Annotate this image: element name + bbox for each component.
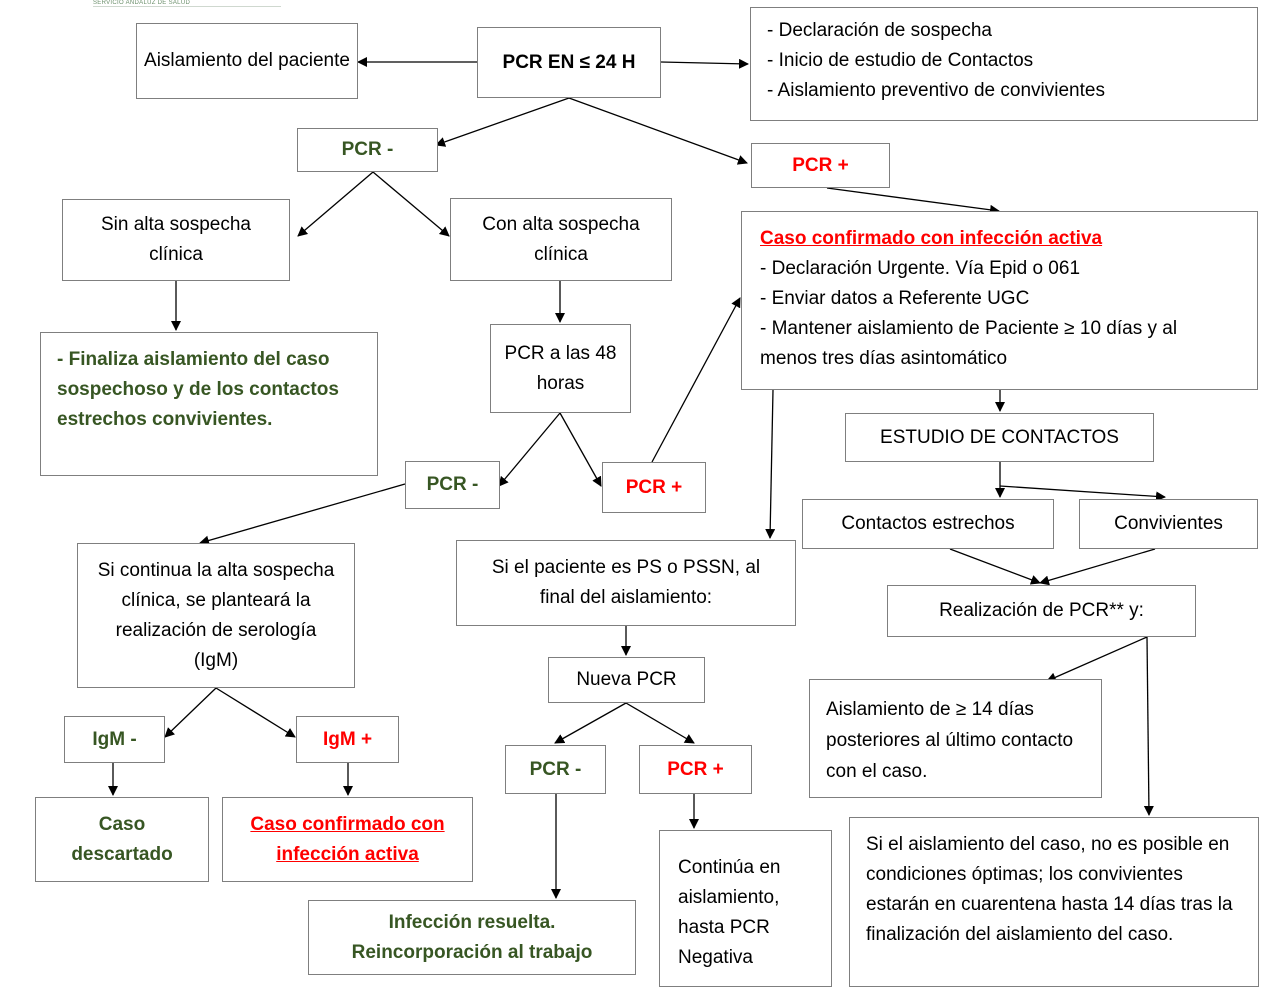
declaration-line: - Declaración de sospecha bbox=[767, 20, 992, 41]
igm-negative: IgM - bbox=[64, 716, 165, 763]
infeccion-resuelta-node: Infección resuelta. Reincorporación al t… bbox=[308, 900, 636, 975]
pcr-negative-2: PCR - bbox=[405, 461, 500, 509]
pcr-24h-node: PCR EN ≤ 24 H bbox=[477, 27, 661, 98]
pcr-positive-2: PCR + bbox=[602, 462, 706, 513]
continua-aislamiento-node: Continúa en aislamiento, hasta PCR Negat… bbox=[659, 830, 832, 987]
realizacion-pcr-node: Realización de PCR** y: bbox=[887, 585, 1196, 637]
contactos-estrechos-node: Contactos estrechos bbox=[802, 499, 1054, 549]
confirmed-case-line: - Declaración Urgente. Vía Epid o 061 bbox=[760, 258, 1081, 279]
finaliza-aislamiento-node: - Finaliza aislamiento del caso sospecho… bbox=[40, 332, 378, 476]
header-divider bbox=[93, 6, 281, 7]
isolation-patient-node: Aislamiento del paciente bbox=[136, 23, 358, 99]
pcr-negative-3: PCR - bbox=[505, 745, 606, 794]
si-aislamiento-node: Si el aislamiento del caso, no es posibl… bbox=[849, 817, 1259, 987]
estudio-contactos-node: ESTUDIO DE CONTACTOS bbox=[845, 413, 1154, 462]
aislamiento-14-node: Aislamiento de ≥ 14 días posteriores al … bbox=[809, 679, 1102, 798]
sin-alta-sospecha-node: Sin alta sospecha clínica bbox=[62, 199, 290, 281]
declaration-node: - Declaración de sospecha - Inicio de es… bbox=[750, 7, 1258, 121]
convivientes-node: Convivientes bbox=[1079, 499, 1258, 549]
igm-positive: IgM + bbox=[296, 716, 399, 763]
caso-confirmado-node: Caso confirmado con infección activa bbox=[222, 797, 473, 882]
declaration-line: - Aislamiento preventivo de convivientes bbox=[767, 80, 1105, 101]
caso-descartado-node: Caso descartado bbox=[35, 797, 209, 882]
pcr-negative-1: PCR - bbox=[297, 128, 438, 172]
pcr-positive-3: PCR + bbox=[639, 745, 752, 794]
pcr-48h-node: PCR a las 48 horas bbox=[490, 324, 631, 413]
serologia-node: Si continua la alta sospecha clínica, se… bbox=[77, 543, 355, 688]
nueva-pcr-node: Nueva PCR bbox=[548, 657, 705, 703]
confirmed-case-node: Caso confirmado con infección activa - D… bbox=[741, 211, 1258, 390]
con-alta-sospecha-node: Con alta sospecha clínica bbox=[450, 198, 672, 281]
declaration-line: - Inicio de estudio de Contactos bbox=[767, 50, 1034, 71]
confirmed-case-line: - Enviar datos a Referente UGC bbox=[760, 288, 1030, 309]
confirmed-case-line: - Mantener aislamiento de Paciente ≥ 10 … bbox=[760, 318, 1178, 369]
ps-pssn-node: Si el paciente es PS o PSSN, al final de… bbox=[456, 540, 796, 626]
confirmed-case-title: Caso confirmado con infección activa bbox=[760, 228, 1103, 249]
header-org: SERVICIO ANDALUZ DE SALUD bbox=[93, 0, 191, 6]
pcr-positive-1: PCR + bbox=[751, 143, 890, 188]
